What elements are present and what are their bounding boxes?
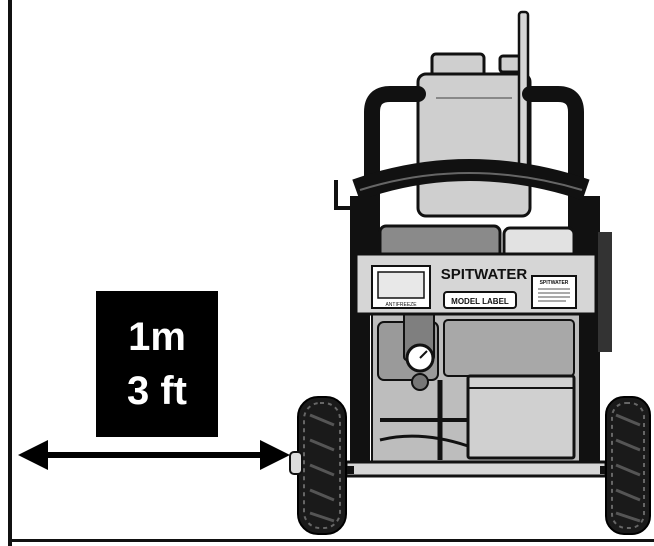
clearance-distance-box: 1m 3 ft bbox=[96, 291, 218, 437]
right-plate-text: SPITWATER bbox=[540, 280, 569, 286]
floor-line bbox=[8, 539, 654, 542]
clearance-metric-label: 1m bbox=[128, 315, 186, 359]
double-arrow-icon bbox=[18, 440, 290, 470]
pressure-gauge-icon bbox=[405, 343, 435, 391]
wheel-icon bbox=[289, 396, 347, 535]
wheel-icon bbox=[605, 396, 651, 535]
handle-frame bbox=[334, 86, 590, 258]
engine-block bbox=[378, 224, 576, 262]
clearance-imperial-label: 3 ft bbox=[127, 369, 187, 413]
wall-line bbox=[8, 0, 12, 546]
jerrycan-icon bbox=[416, 52, 532, 218]
model-label-text: MODEL LABEL bbox=[451, 297, 509, 306]
bottom-chassis bbox=[344, 460, 612, 478]
brand-logo-text: SPITWATER bbox=[441, 266, 528, 283]
battery-box bbox=[466, 374, 576, 460]
left-plate-text: ANTIFREEZE bbox=[385, 302, 417, 308]
control-panel: ANTIFREEZE SPITWATER MODEL LABEL SPITWAT… bbox=[354, 252, 598, 316]
